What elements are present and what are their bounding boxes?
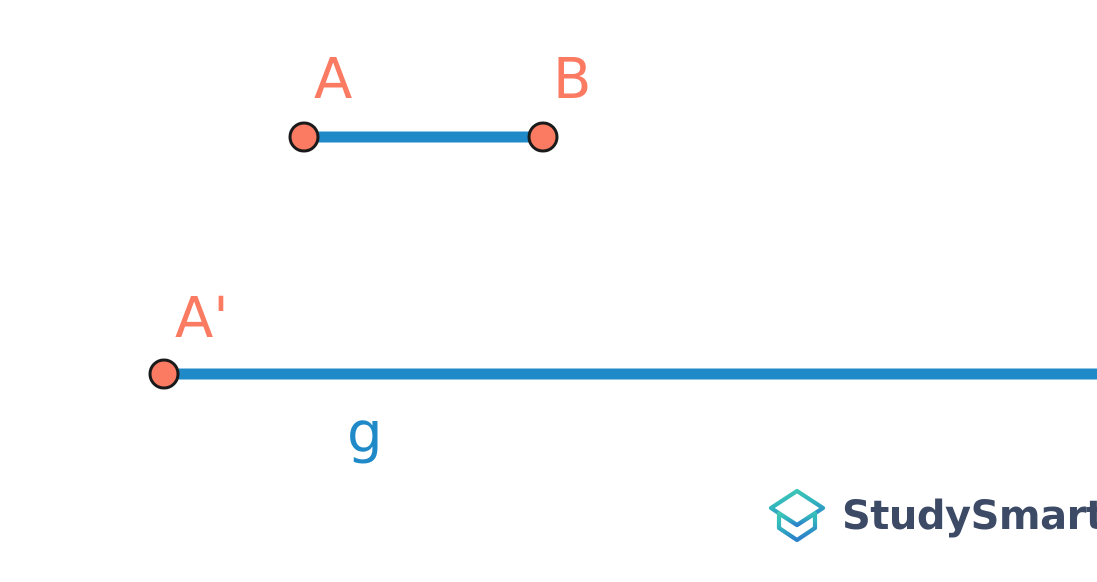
- label-point-b: B: [553, 47, 592, 112]
- studysmarter-wordmark: StudySmarter: [842, 493, 1097, 539]
- graduation-cap-cube-icon: [768, 488, 826, 543]
- label-ray-g: g: [347, 401, 383, 466]
- label-point-a: A: [314, 47, 353, 112]
- point-a[interactable]: [288, 121, 320, 153]
- label-point-a-prime: A': [175, 286, 229, 351]
- point-b[interactable]: [527, 121, 559, 153]
- studysmarter-logo: StudySmarter: [766, 486, 1097, 546]
- point-a-prime[interactable]: [148, 358, 180, 390]
